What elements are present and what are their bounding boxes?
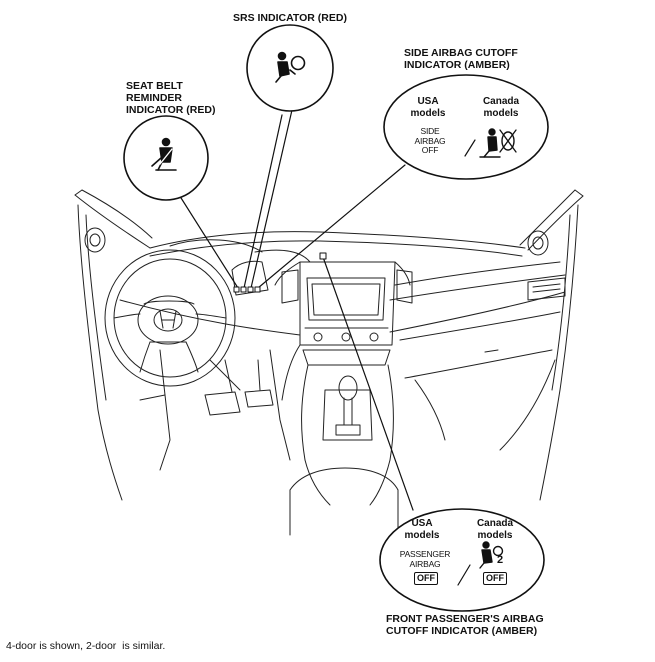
side-airbag-usa-text: SIDE AIRBAG OFF — [414, 126, 446, 155]
canada-off-indicator: OFF — [483, 572, 507, 585]
airbag-icon — [275, 51, 306, 83]
diagram-caption: 4-door is shown, 2-door is similar. — [6, 640, 166, 652]
side-airbag-callout-ellipse — [383, 74, 549, 180]
cluster-indicator-squares — [233, 252, 327, 293]
passenger-airbag-off-icon — [479, 541, 504, 569]
front-passenger-airbag-cutoff-label: FRONT PASSENGER'S AIRBAG CUTOFF INDICATO… — [386, 613, 544, 637]
side-airbag-usa-heading: USA models — [410, 96, 446, 119]
front-passenger-callout-ellipse — [379, 508, 545, 612]
leader-lines — [175, 109, 414, 511]
usa-off-indicator: OFF — [414, 572, 438, 585]
side-airbag-off-icon — [479, 128, 517, 158]
front-passenger-canada-heading: Canada models — [476, 518, 514, 541]
side-airbag-canada-heading: Canada models — [482, 96, 520, 119]
front-passenger-usa-text: PASSENGER AIRBAG — [399, 549, 451, 569]
side-airbag-cutoff-label: SIDE AIRBAG CUTOFF INDICATOR (AMBER) — [404, 47, 518, 71]
seat-belt-indicator-label: SEAT BELT REMINDER INDICATOR (RED) — [126, 80, 216, 116]
front-passenger-usa-heading: USA models — [404, 518, 440, 541]
seat-belt-icon — [151, 137, 177, 171]
car-interior-drawing — [74, 189, 584, 536]
srs-callout-circle — [246, 24, 334, 112]
canada-passenger-2-mark: 2 — [496, 554, 504, 566]
srs-indicator-label: SRS INDICATOR (RED) — [233, 12, 347, 24]
